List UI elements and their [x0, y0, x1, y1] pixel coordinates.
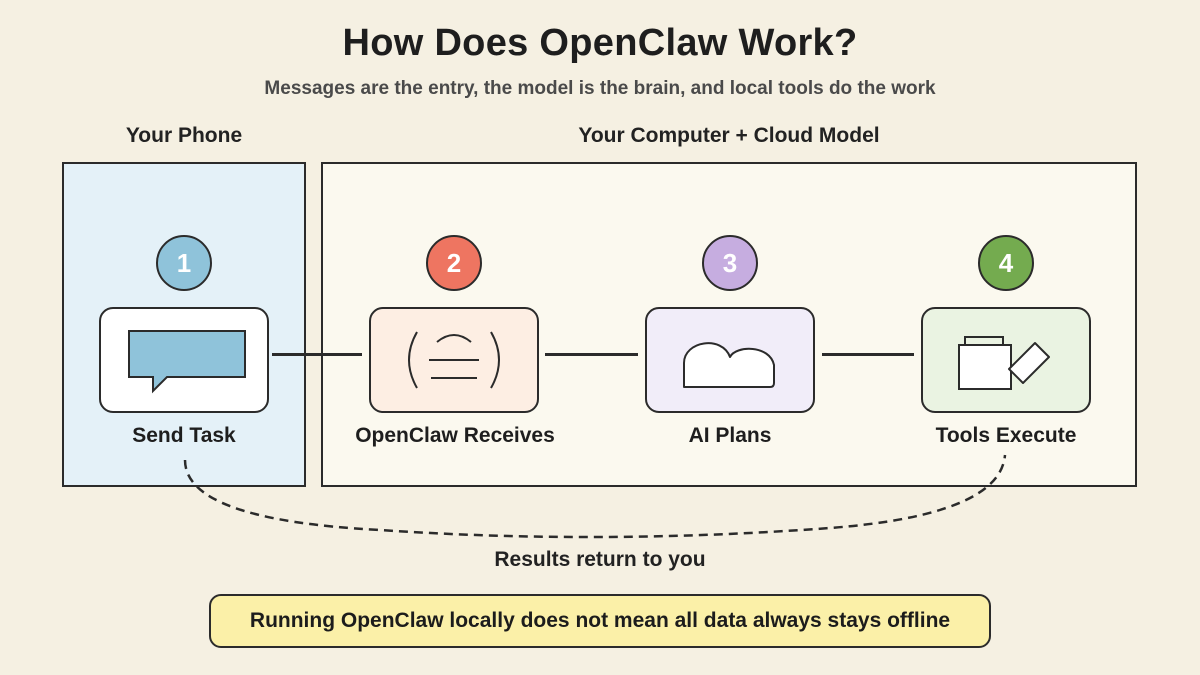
cloud-icon: [683, 342, 775, 388]
connector-2-3: [545, 353, 638, 356]
gateway-icon: [408, 331, 500, 389]
step-3-badge: 3: [702, 235, 758, 291]
step-1-badge: 1: [156, 235, 212, 291]
region-computer-label: Your Computer + Cloud Model: [578, 124, 880, 147]
connector-1-2: [272, 353, 362, 356]
step-3-card: [645, 307, 815, 413]
tools-icon: [958, 336, 1050, 390]
step-2-number: 2: [446, 247, 462, 278]
step-4-label: Tools Execute: [935, 424, 1077, 447]
step-3-number: 3: [722, 247, 738, 278]
step-4-number: 4: [998, 247, 1014, 278]
note-text: Running OpenClaw locally does not mean a…: [249, 609, 951, 632]
step-2-badge: 2: [426, 235, 482, 291]
note-banner: Running OpenClaw locally does not mean a…: [209, 594, 991, 648]
step-1-card: [99, 307, 269, 413]
step-4-badge: 4: [978, 235, 1034, 291]
step-3-label: AI Plans: [688, 424, 772, 447]
step-4-card: [921, 307, 1091, 413]
step-2-label: OpenClaw Receives: [355, 424, 555, 447]
step-1-label: Send Task: [132, 424, 236, 447]
step-2-card: [369, 307, 539, 413]
step-1-number: 1: [176, 247, 192, 278]
page-subtitle: Messages are the entry, the model is the…: [264, 78, 936, 99]
return-label: Results return to you: [494, 548, 706, 571]
region-phone-label: Your Phone: [125, 124, 243, 147]
page-title: How Does OpenClaw Work?: [342, 22, 858, 64]
chat-bubble-icon: [128, 330, 246, 394]
connector-3-4: [822, 353, 914, 356]
